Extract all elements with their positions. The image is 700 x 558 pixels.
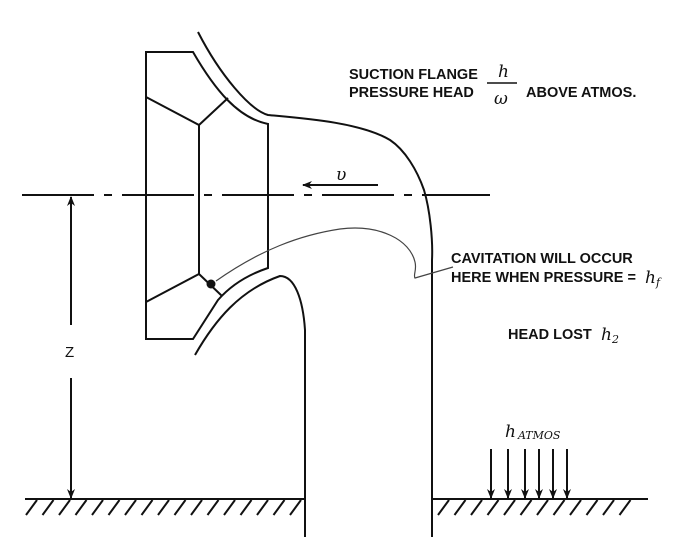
cavitation-line2: HERE WHEN PRESSURE = (451, 270, 636, 286)
hatch-mark (618, 499, 632, 516)
z-dimension: Z (65, 196, 75, 499)
head-lost-annotation: HEAD LOST h2 (508, 325, 619, 346)
cavitation-leader-line (215, 227, 454, 282)
hatch-mark (25, 499, 38, 516)
suction-flange-line2-prefix: PRESSURE HEAD (349, 85, 474, 101)
impeller-vane-upper (145, 96, 229, 127)
hatch-mark (41, 499, 55, 516)
ground-left (25, 498, 305, 516)
hatch-mark (107, 499, 121, 516)
hatch-mark (519, 499, 533, 516)
cavitation-annotation: CAVITATION WILL OCCUR HERE WHEN PRESSURE… (451, 251, 662, 289)
hatch-mark (470, 499, 483, 516)
hatch-mark (173, 499, 187, 516)
impeller-vane-lower (145, 272, 223, 303)
casing-upper-wall (197, 31, 434, 537)
hatch-mark (453, 499, 467, 516)
hatch-mark (74, 499, 88, 516)
head-lost-label: HEAD LOST (508, 327, 592, 343)
hatch-mark (140, 499, 154, 516)
hatch-mark (190, 499, 203, 516)
suction-flange-line2-suffix: ABOVE ATMOS. (526, 85, 636, 101)
hatch-mark (552, 499, 566, 516)
hatch-mark (602, 499, 615, 516)
fraction-numerator: h (498, 62, 509, 82)
cavitation-point-marker (206, 279, 216, 289)
velocity-label: υ (336, 165, 346, 185)
hatch-mark (536, 499, 549, 516)
suction-flange-line1: SUCTION FLANGE (349, 67, 478, 83)
ground-right (432, 498, 648, 516)
hatch-mark (58, 499, 71, 516)
hatch-mark (486, 499, 500, 516)
suction-flange-annotation: SUCTION FLANGE PRESSURE HEAD h ω ABOVE A… (349, 62, 636, 109)
casing-lower-wall (194, 274, 306, 537)
hatch-mark (206, 499, 220, 516)
hatch-mark (124, 499, 137, 516)
hatch-mark (289, 499, 302, 516)
hatch-mark (157, 499, 170, 516)
impeller (145, 51, 269, 340)
hatch-mark (503, 499, 516, 516)
hatch-mark (437, 499, 450, 516)
cavitation-line1: CAVITATION WILL OCCUR (451, 251, 633, 267)
hatch-mark (239, 499, 253, 516)
z-label: Z (65, 344, 74, 361)
head-lost-symbol: h2 (601, 325, 619, 346)
pump-casing (194, 31, 434, 537)
velocity-indicator: υ (302, 165, 378, 189)
hatch-mark (585, 499, 599, 516)
hatch-mark (256, 499, 269, 516)
hatch-mark (569, 499, 582, 516)
ground-hatching-right (437, 499, 632, 516)
hatch-mark (223, 499, 236, 516)
ground-hatching-left (25, 499, 302, 516)
hatch-mark (272, 499, 286, 516)
atmospheric-pressure-arrows (487, 449, 571, 499)
cavitation-symbol: hf (645, 268, 662, 289)
hatch-mark (91, 499, 104, 516)
fraction-denominator: ω (494, 89, 508, 109)
